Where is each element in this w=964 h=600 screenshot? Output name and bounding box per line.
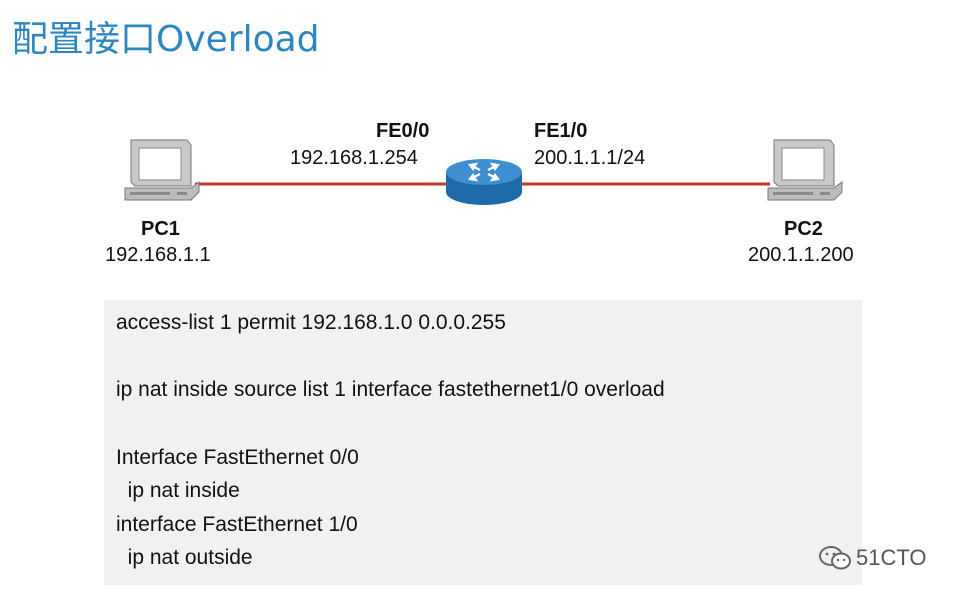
config-code-box: access-list 1 permit 192.168.1.0 0.0.0.2…	[104, 300, 862, 585]
config-line: Interface FastEthernet 0/0	[116, 446, 359, 469]
page-title: 配置接口Overload	[12, 19, 320, 60]
router-icon	[446, 159, 522, 205]
fe10-label: FE1/0	[534, 120, 588, 142]
config-line: access-list 1 permit 192.168.1.0 0.0.0.2…	[116, 311, 506, 334]
config-line: interface FastEthernet 1/0	[116, 513, 358, 536]
fe10-ip: 200.1.1.1/24	[534, 147, 646, 169]
pc2-icon	[767, 139, 843, 201]
config-line: ip nat inside source list 1 interface fa…	[116, 378, 665, 401]
fe00-label: FE0/0	[376, 120, 430, 142]
config-line: ip nat inside	[116, 479, 240, 502]
pc1-name: PC1	[141, 218, 180, 240]
pc1-icon	[124, 139, 200, 201]
watermark: 51CTO	[818, 545, 927, 571]
fe00-ip: 192.168.1.254	[290, 147, 418, 169]
watermark-text: 51CTO	[856, 545, 927, 570]
pc2-name: PC2	[784, 218, 823, 240]
pc2-ip: 200.1.1.200	[748, 244, 854, 266]
network-diagram: FE0/0 192.168.1.254 FE1/0 200.1.1.1/24 P…	[0, 0, 964, 290]
config-line: ip nat outside	[116, 546, 253, 569]
pc1-ip: 192.168.1.1	[105, 244, 211, 266]
wechat-icon	[819, 546, 851, 570]
